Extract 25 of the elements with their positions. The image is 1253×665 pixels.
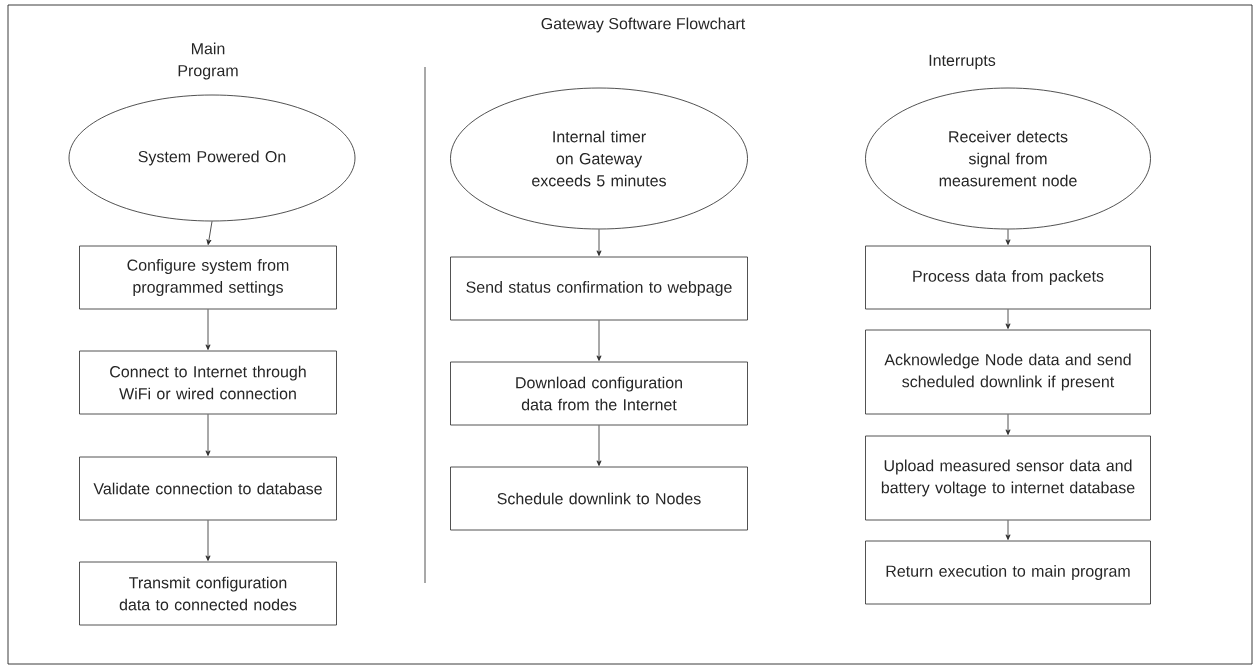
arrow (1005, 414, 1011, 435)
arrow (205, 309, 211, 350)
title: Gateway Software Flowchart (541, 17, 746, 33)
process-box: Schedule downlink to Nodes (450, 466, 748, 531)
process-box: Connect to Internet through WiFi or wired connection (79, 350, 337, 415)
process-box: Send status confirmation to webpage (450, 256, 748, 321)
arrow (1005, 520, 1011, 540)
arrow (206, 221, 213, 245)
process-box: Validate connection to database (79, 456, 337, 521)
process-box: Download configuration data from the Internet (450, 361, 748, 426)
arrow (1005, 229, 1011, 245)
process-box: Upload measured sensor data and battery voltage to internet database (865, 435, 1151, 521)
arrow (1005, 309, 1011, 329)
arrow (205, 414, 211, 456)
process-box: Configure system from programmed settings (79, 245, 337, 310)
arrow (596, 425, 602, 466)
column-heading: Interrupts (929, 54, 996, 70)
process-box: Acknowledge Node data and send scheduled downlink if present (865, 329, 1151, 415)
arrow (596, 229, 602, 256)
process-box: Transmit configuration data to connected nodes (79, 561, 337, 626)
column-heading: Main Program (178, 42, 238, 80)
process-box: Return execution to main program (865, 540, 1151, 605)
process-box: Process data from packets (865, 245, 1151, 310)
arrow (596, 320, 602, 361)
arrow (205, 520, 211, 561)
